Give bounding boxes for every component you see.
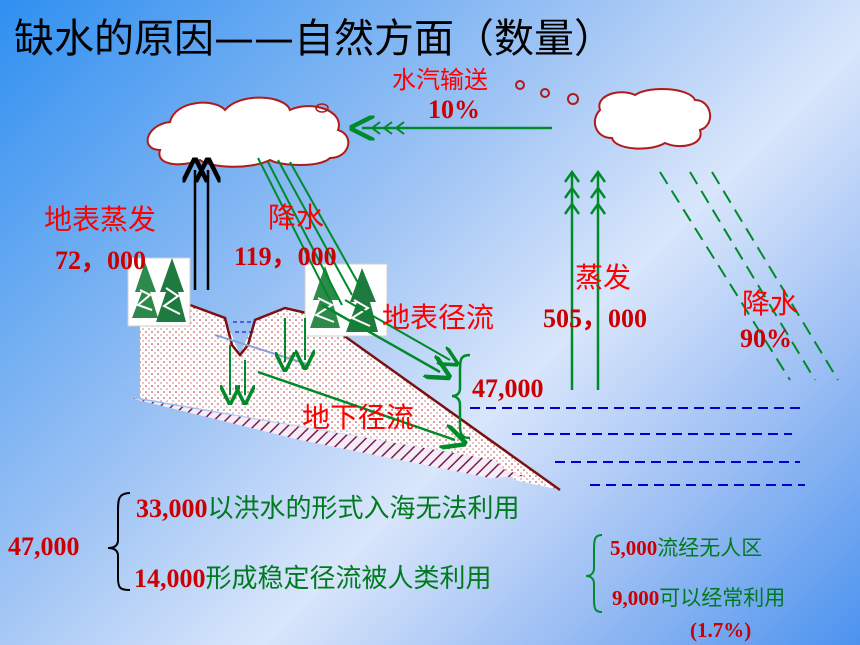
ocean-evap-value: 505，000 xyxy=(543,304,648,333)
vapor-transport-label: 水汽输送 xyxy=(392,66,488,94)
ocean-cloud xyxy=(593,88,711,150)
ocean-precip-percent: 90% xyxy=(740,324,792,353)
land-precip-label: 降水 xyxy=(268,201,325,234)
land-precip-lines xyxy=(257,157,363,306)
land-evaporation-arrows xyxy=(195,170,208,290)
flood-value: 33,000 xyxy=(136,494,208,523)
uninhabited-row: 5,000流经无人区 xyxy=(610,532,762,562)
bedrock-layer xyxy=(130,398,525,478)
usable-row: 9,000可以经常利用 xyxy=(612,582,785,612)
land-cloud xyxy=(146,96,350,168)
usable-value: 9,000 xyxy=(612,586,660,610)
vapor-percent: 10% xyxy=(428,95,480,124)
tree-icon-left xyxy=(127,257,191,327)
usable-text: 可以经常利用 xyxy=(659,586,786,610)
land-precip-value: 119，000 xyxy=(234,242,337,271)
runoff-brace xyxy=(451,353,471,440)
uninhabited-text: 流经无人区 xyxy=(657,536,763,560)
breakdown-total-value: 47,000 xyxy=(8,532,80,561)
infiltration-arrows xyxy=(230,318,305,395)
ocean-precip-lines xyxy=(659,171,839,381)
land-evap-label: 地表蒸发 xyxy=(44,203,157,236)
groundwater-runoff-label: 地下径流 xyxy=(302,401,415,434)
usable-percent: (1.7%) xyxy=(690,618,752,642)
uninhabited-value: 5,000 xyxy=(610,536,658,560)
flood-text: 以洪水的形式入海无法利用 xyxy=(207,494,520,524)
flood-row: 33,000以洪水的形式入海无法利用 xyxy=(136,488,520,525)
stable-text: 形成稳定径流被人类利用 xyxy=(205,564,492,594)
ocean-evap-label: 蒸发 xyxy=(575,261,632,294)
sea-lines xyxy=(470,407,805,486)
stable-row: 14,000形成稳定径流被人类利用 xyxy=(134,558,492,595)
breakdown-brace-main xyxy=(107,492,131,591)
page-title: 缺水的原因——自然方面（数量） xyxy=(14,16,614,62)
land-evap-value: 72，000 xyxy=(55,246,147,275)
breakdown-brace-sub xyxy=(585,534,603,613)
ocean-precip-label: 降水 xyxy=(742,287,799,320)
surface-runoff-label: 地表径流 xyxy=(382,301,495,334)
ocean-evaporation-arrows xyxy=(563,169,607,390)
runoff-total-value: 47,000 xyxy=(472,374,544,403)
stable-value: 14,000 xyxy=(134,564,206,593)
